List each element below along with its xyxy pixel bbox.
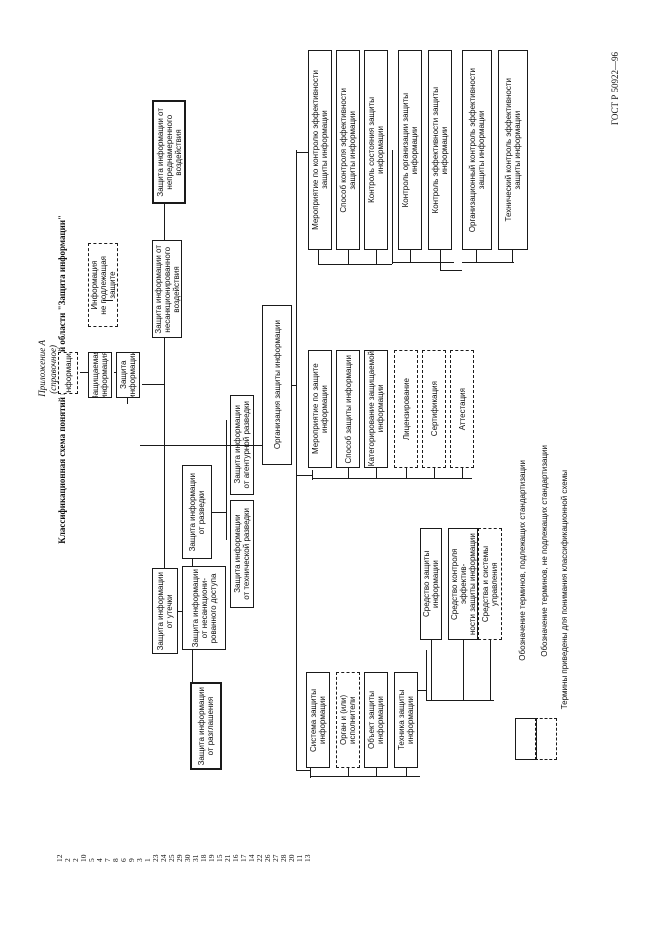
node-not-protected-information: Информация не подлежащая защите bbox=[88, 243, 118, 327]
appendix-label: Приложение А bbox=[37, 340, 47, 397]
node-protection-object: Объект защиты информации bbox=[364, 672, 388, 768]
node-intelligence-protection: Защита информации от разведки bbox=[182, 465, 212, 559]
node-management-means: Средства и системы управления bbox=[478, 528, 502, 640]
node-certification: Сертификация bbox=[422, 350, 446, 468]
document-code: ГОСТ Р 50922—96 bbox=[610, 52, 620, 126]
node-protection-method: Способ защиты информации bbox=[336, 350, 360, 468]
node-protection-effectiveness-control: Контроль эффективности защиты информации bbox=[428, 50, 452, 250]
node-protection-measure: Мероприятие по защите информации bbox=[308, 350, 332, 468]
node-information: Информация bbox=[58, 352, 78, 394]
legend-note: Термины приведены для понимания классифи… bbox=[560, 470, 569, 710]
node-protection-organization-control: Контроль организации защиты информации bbox=[398, 50, 422, 250]
node-unintended-impact-protection: Защита информации от непреднамеренного в… bbox=[152, 100, 186, 204]
node-unauthorized-impact-protection: Защита информации от несанкционированног… bbox=[152, 240, 182, 338]
legend-dashed-text: Обозначение терминов, не подлежащих стан… bbox=[540, 445, 549, 657]
legend-solid-box bbox=[515, 718, 537, 760]
node-effectiveness-control-means: Средство контроля эффектив- ности защиты… bbox=[448, 528, 478, 640]
term-number: 13 bbox=[303, 854, 312, 863]
node-effectiveness-control-measure: Мероприятие по контролю эффективности за… bbox=[308, 50, 332, 250]
node-authority-executors: Орган и (или) исполнители bbox=[336, 672, 360, 768]
node-effectiveness-control-method: Способ контроля эффективности защиты инф… bbox=[336, 50, 360, 250]
node-protection-means: Средство защиты информации bbox=[420, 528, 442, 640]
node-technical-effectiveness-control: Технический контроль эффективности защит… bbox=[498, 50, 528, 250]
legend-solid-text: Обозначение терминов, подлежащих стандар… bbox=[518, 460, 527, 661]
node-information-protection: Защита информации bbox=[116, 352, 140, 398]
node-licensing: Лицензирование bbox=[394, 350, 418, 468]
node-protection-technique: Техника защиты информации bbox=[394, 672, 418, 768]
node-organizational-effectiveness-control: Организационный контроль эффективности з… bbox=[462, 50, 492, 250]
node-organization-of-protection: Организация защиты информации bbox=[262, 305, 292, 465]
legend-dashed-box bbox=[535, 718, 557, 760]
node-attestation: Аттестация bbox=[450, 350, 474, 468]
node-protection-state-control: Контроль состояния защиты информации bbox=[364, 50, 388, 250]
node-leak-protection: Защита информации от утечки bbox=[152, 568, 178, 654]
node-disclosure-protection: Защита информации от разглашения bbox=[190, 682, 222, 770]
node-technical-intelligence-protection: Защита информации от технической разведк… bbox=[230, 500, 254, 608]
node-unauthorized-access-protection: Защита информации от несанкциони- рованн… bbox=[182, 566, 226, 650]
node-categorization: Категорирование защищаемой информации bbox=[364, 350, 388, 468]
node-protected-information: Защищаемая информация bbox=[88, 352, 112, 398]
node-protection-system: Система защиты информации bbox=[306, 672, 330, 768]
